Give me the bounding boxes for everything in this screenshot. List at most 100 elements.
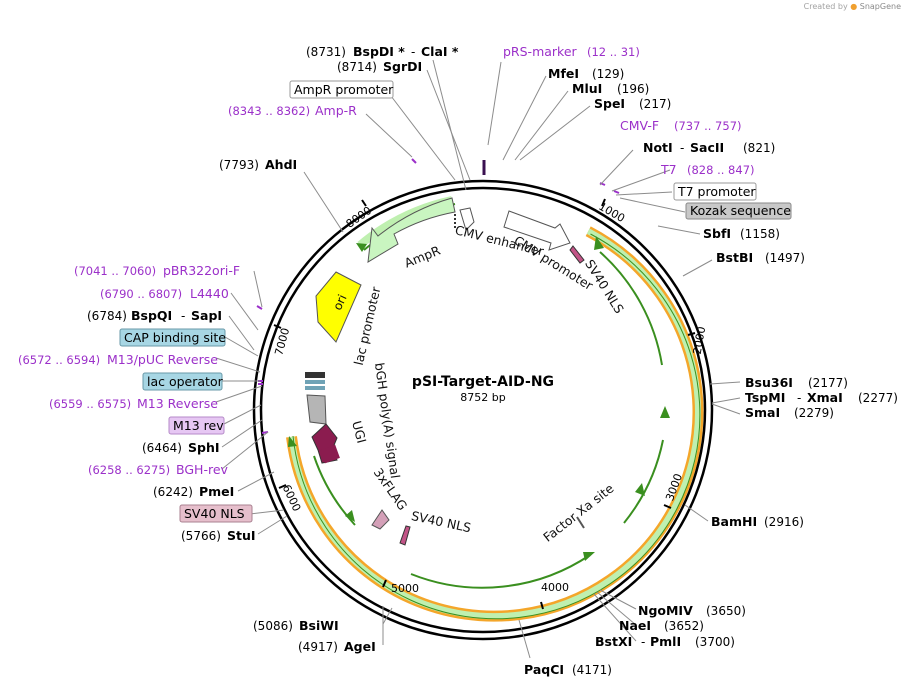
sv40-nls-bottom-arrow [399, 525, 411, 546]
mlui-pos: (196) [617, 82, 649, 96]
tick-5000: 5000 [391, 582, 419, 595]
leader-lines [215, 59, 741, 659]
label-ampr-promoter: AmpR promoter [294, 82, 394, 97]
enzyme-noti[interactable]: NotI [643, 140, 673, 155]
mfei-pos: (129) [592, 67, 624, 81]
ahdi-pos: (7793) [219, 158, 259, 172]
primer-m13puc[interactable]: M13/pUC Reverse [107, 352, 218, 367]
stui-pos: (5766) [181, 529, 221, 543]
enzyme-sgrdi[interactable]: SgrDI [383, 59, 422, 74]
paqci-pos: (4171) [572, 663, 612, 677]
box-lac-operator[interactable] [142, 372, 223, 391]
primer-pbr[interactable]: pBR322ori-F [163, 263, 240, 278]
box-t7-promoter[interactable] [673, 182, 757, 201]
label-bgh: bGH poly(A) signal [372, 362, 403, 480]
ngomiv-pos: (3650) [706, 604, 746, 618]
enzyme-ngomiv[interactable]: NgoMIV [638, 603, 693, 618]
pmei-pos: (6242) [153, 485, 193, 499]
spei-pos: (217) [639, 97, 671, 111]
label-ampr: AmpR [402, 242, 443, 270]
primer-bgh[interactable]: BGH-rev [176, 462, 229, 477]
sv40-nls-top-arrow [569, 245, 585, 264]
label-sv40-nls: SV40 NLS [184, 506, 245, 521]
backbone-inner [259, 186, 707, 634]
enzyme-xmai[interactable]: XmaI [807, 390, 843, 405]
enzyme-pmli[interactable]: PmlI [650, 634, 681, 649]
primer-cmvf-range: (737 .. 757) [674, 119, 742, 133]
label-lac-operator: lac operator [147, 374, 224, 389]
enzyme-sapi[interactable]: SapI [191, 308, 222, 323]
enzyme-bstbi[interactable]: BstBI [716, 250, 753, 265]
primer-cmvf[interactable]: CMV-F [620, 118, 659, 133]
label-t7-promoter: T7 promoter [677, 184, 756, 199]
cmv-enhancer-arrow [503, 210, 571, 251]
tick-marks [273, 198, 696, 610]
bspdi-dash: - [411, 45, 415, 59]
enzyme-smai[interactable]: SmaI [745, 405, 780, 420]
bspqi-pos: (6784) [87, 309, 127, 323]
box-kozak[interactable] [685, 202, 792, 220]
label-factor-xa: Factor Xa site [540, 480, 616, 544]
enzyme-bstxi[interactable]: BstXI [595, 634, 632, 649]
label-m13-rev: M13 rev [173, 418, 224, 433]
primer-m13r-range: (6559 .. 6575) [49, 397, 131, 411]
primer-markers [256, 158, 620, 434]
primer-t7[interactable]: T7 [660, 162, 677, 177]
label-kozak: Kozak sequence [690, 203, 791, 218]
enzyme-mlui[interactable]: MluI [572, 81, 602, 96]
snapgene-credit: Created by ● SnapGene [804, 2, 901, 11]
box-m13-rev[interactable] [168, 416, 225, 435]
ori-arrow [315, 271, 362, 343]
enzyme-bamhi[interactable]: BamHI [711, 514, 757, 529]
enzyme-sphi[interactable]: SphI [188, 440, 220, 455]
primer-prs[interactable]: pRS-marker [503, 44, 578, 59]
orf-arrows [288, 236, 670, 589]
primer-bgh-range: (6258 .. 6275) [88, 463, 170, 477]
enzyme-naei[interactable]: NaeI [619, 618, 651, 633]
primer-l4440[interactable]: L4440 [190, 286, 229, 301]
ampr-band-head [356, 243, 367, 252]
enzyme-bspqi[interactable]: BspQI [131, 308, 172, 323]
enzyme-stui[interactable]: StuI [227, 528, 256, 543]
label-ori: ori [330, 292, 349, 312]
orf-band-green [288, 228, 701, 620]
bgh-box [306, 394, 327, 425]
box-sv40-nls[interactable] [179, 504, 253, 523]
label-ugi: UGI [349, 419, 369, 445]
smai-pos: (2279) [794, 406, 834, 420]
enzyme-ahdi[interactable]: AhdI [265, 157, 297, 172]
bstxi-pos: (3700) [695, 635, 735, 649]
enzyme-agei[interactable]: AgeI [344, 639, 376, 654]
enzyme-clai[interactable]: ClaI * [421, 44, 459, 59]
sgrdi-pos: (8714) [337, 60, 377, 74]
flag-arrow [371, 509, 390, 530]
enzyme-bsiwi[interactable]: BsiWI [299, 618, 339, 633]
tick-2000: 2000 [691, 326, 709, 356]
enzyme-mfei[interactable]: MfeI [548, 66, 579, 81]
primer-m13puc-range: (6572 .. 6594) [18, 353, 100, 367]
box-ampr-promoter[interactable] [289, 80, 394, 99]
enzyme-sacii[interactable]: SacII [690, 140, 724, 155]
box-cap[interactable] [119, 328, 226, 347]
primer-ampr[interactable]: Amp-R [315, 103, 357, 118]
enzyme-pmei[interactable]: PmeI [199, 484, 234, 499]
bamhi-pos: (2916) [764, 515, 804, 529]
label-sv40-nls-bottom: SV40 NLS [410, 508, 472, 535]
tspmi-pos: (2277) [858, 391, 898, 405]
enzyme-tspmi[interactable]: TspMI [745, 390, 785, 405]
plasmid-length: 8752 bp [460, 391, 505, 404]
enzyme-paqci[interactable]: PaqCI [524, 662, 564, 677]
bspdi-pos: (8731) [306, 45, 346, 59]
enzyme-spei[interactable]: SpeI [594, 96, 625, 111]
enzyme-bsu36i[interactable]: Bsu36I [745, 375, 793, 390]
enzyme-bspdi[interactable]: BspDI * [353, 44, 405, 59]
primer-m13r[interactable]: M13 Reverse [137, 396, 218, 411]
primer-t7-range: (828 .. 847) [687, 163, 755, 177]
enzyme-sbfi[interactable]: SbfI [703, 226, 731, 241]
naei-pos: (3652) [664, 619, 704, 633]
primer-pbr-range: (7041 .. 7060) [74, 264, 156, 278]
bspqi-dash: - [181, 309, 185, 323]
primer-l4440-range: (6790 .. 6807) [100, 287, 182, 301]
credit-logo-icon: ● [850, 2, 858, 11]
